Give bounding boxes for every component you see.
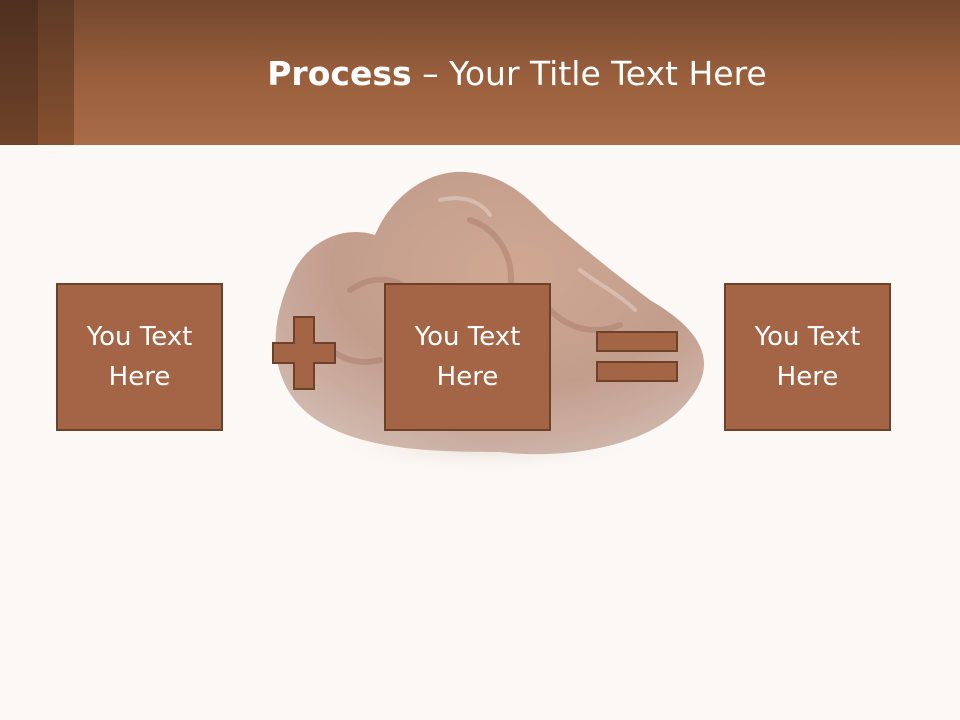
title-rest: – Your Title Text Here	[411, 54, 767, 93]
process-box-2[interactable]: You Text Here	[384, 283, 551, 431]
slide-title: Process – Your Title Text Here	[74, 52, 960, 96]
header-stripe-mid	[38, 0, 74, 145]
title-bar	[0, 0, 960, 145]
process-box-3-label: You Text Here	[754, 322, 861, 392]
process-box-1[interactable]: You Text Here	[56, 283, 223, 431]
title-bold: Process	[267, 54, 412, 93]
equals-icon	[596, 331, 678, 382]
header-stripe-dark	[0, 0, 38, 145]
process-box-2-label: You Text Here	[414, 322, 521, 392]
plus-icon	[272, 316, 336, 390]
process-box-3[interactable]: You Text Here	[724, 283, 891, 431]
process-box-1-label: You Text Here	[86, 322, 193, 392]
